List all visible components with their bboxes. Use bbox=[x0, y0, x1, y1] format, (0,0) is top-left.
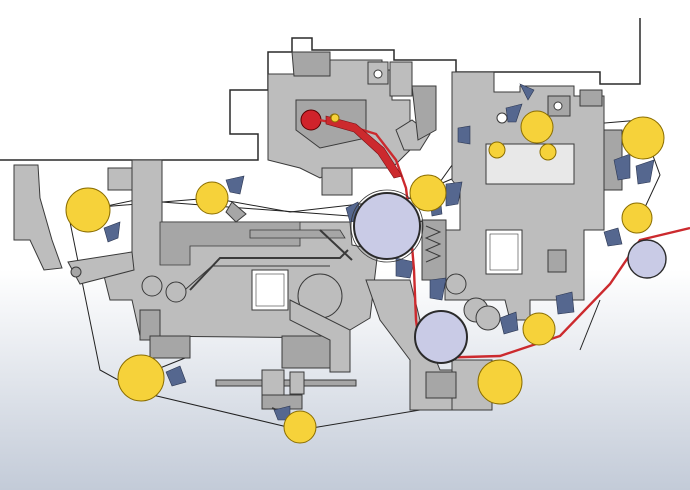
guide-roll bbox=[283, 410, 317, 444]
lower-drive-shaft bbox=[215, 369, 357, 421]
guide-roll bbox=[539, 143, 557, 161]
right-press-cylinder bbox=[627, 239, 667, 279]
left-wall-pillar bbox=[13, 164, 63, 271]
guide-roll bbox=[522, 312, 556, 346]
guide-roll bbox=[195, 181, 229, 215]
guide-roll bbox=[330, 113, 340, 123]
guide-roll bbox=[477, 359, 523, 405]
guide-roll bbox=[621, 202, 653, 234]
right-press-frame bbox=[444, 71, 623, 331]
paper-web-path bbox=[319, 118, 690, 360]
inspection-window-right bbox=[485, 229, 523, 275]
guide-roll bbox=[65, 187, 111, 233]
frame-outline bbox=[0, 18, 641, 161]
guide-rolls bbox=[65, 110, 665, 444]
inspection-window-left bbox=[251, 269, 289, 311]
upper-press-cylinder bbox=[353, 192, 421, 260]
guide-roll bbox=[117, 354, 165, 402]
guide-roll bbox=[520, 110, 554, 144]
press-cylinders bbox=[350, 189, 667, 364]
guide-roll bbox=[409, 174, 447, 212]
headbox-roll bbox=[300, 109, 322, 131]
lower-press-cylinder bbox=[414, 310, 468, 364]
left-press-frame bbox=[67, 159, 379, 373]
guide-roll bbox=[621, 116, 665, 160]
guide-roll bbox=[488, 141, 506, 159]
